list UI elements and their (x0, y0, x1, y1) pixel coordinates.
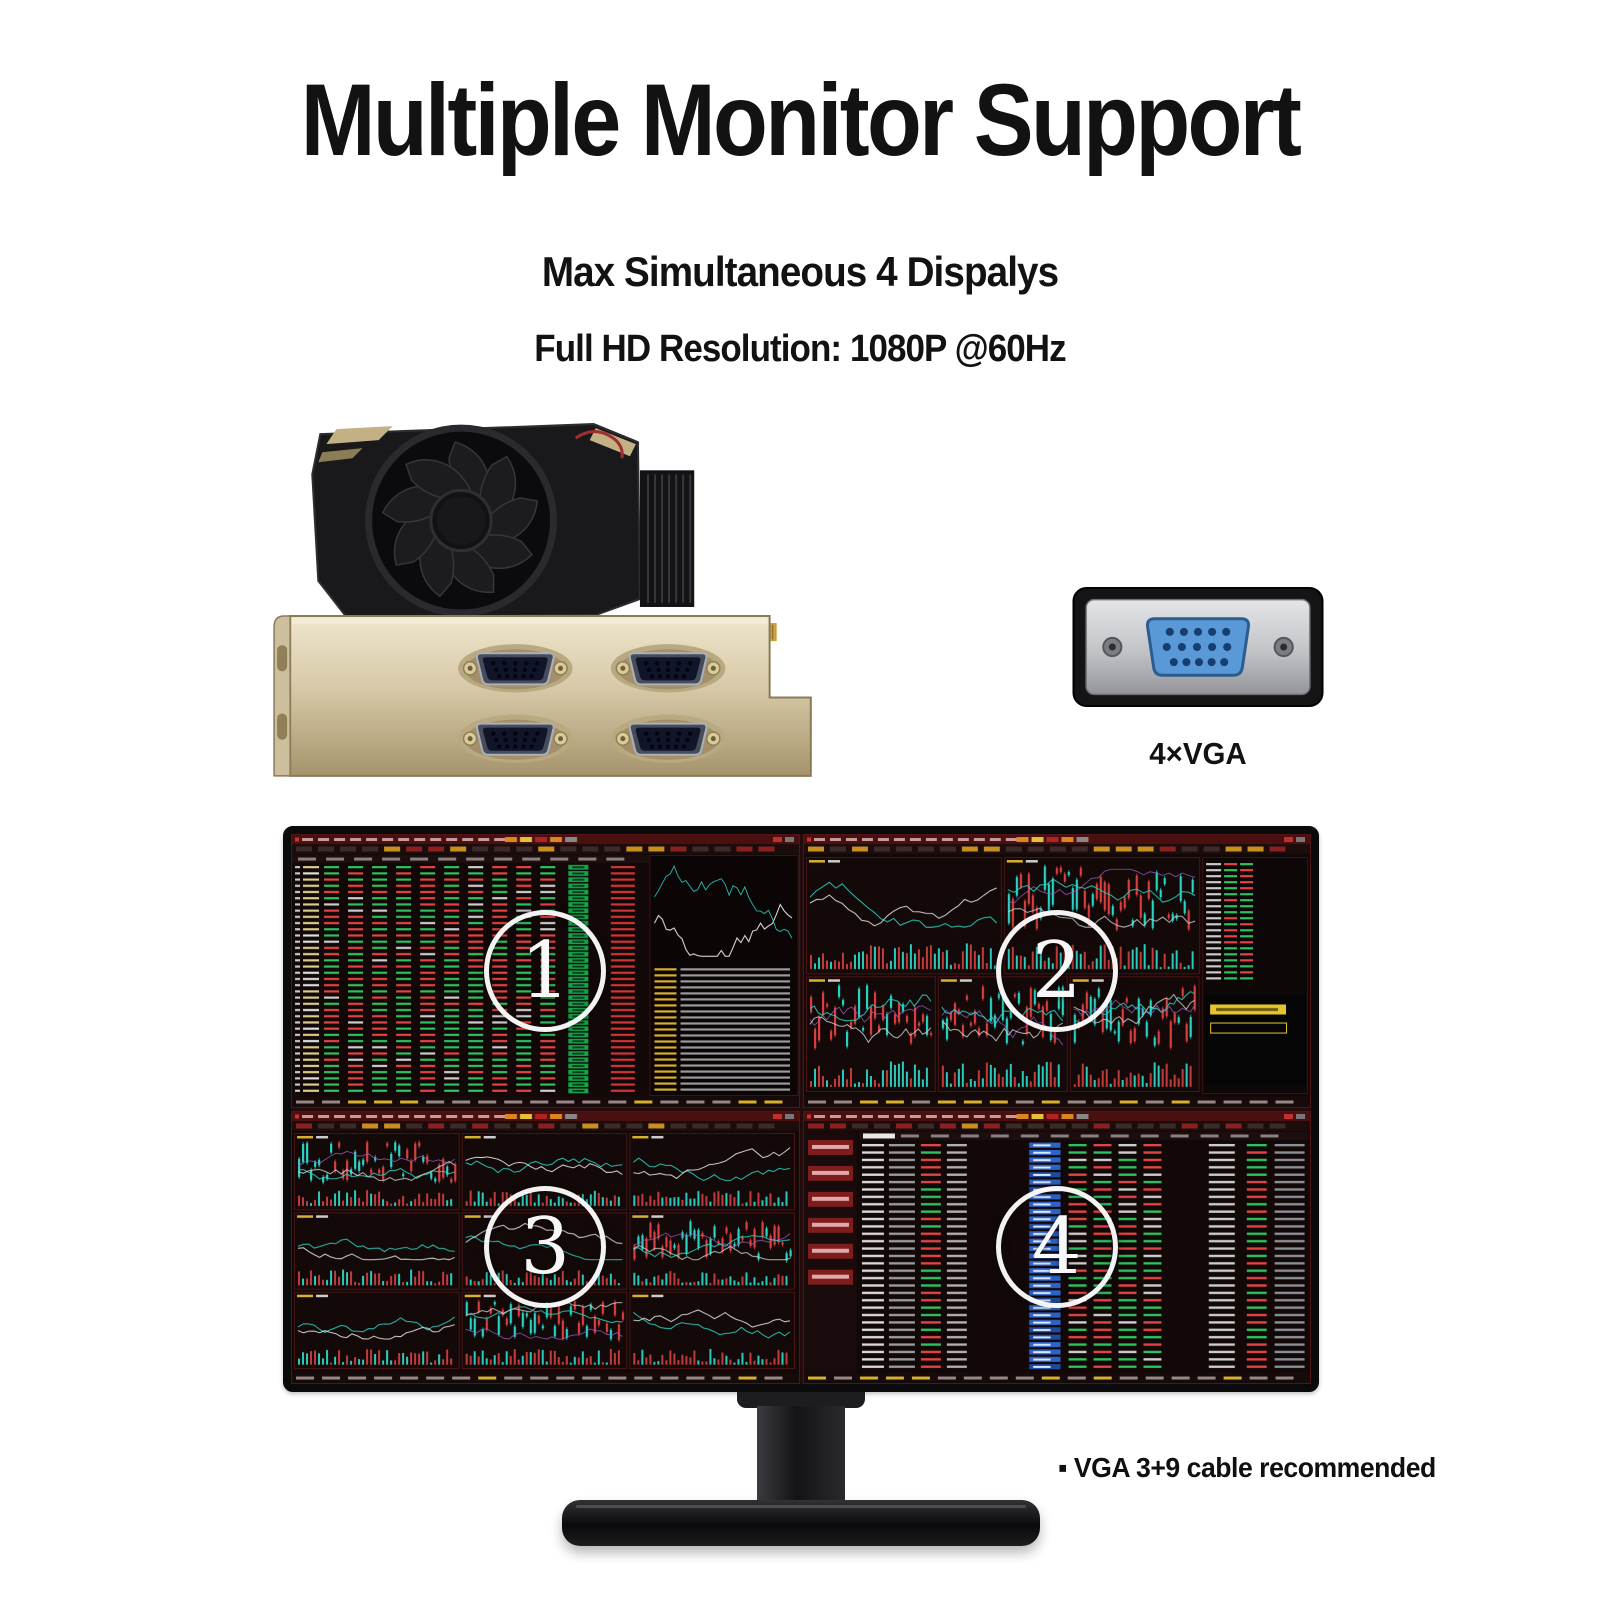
fan-wire (574, 430, 624, 459)
quadrant-number-badge: 3 (484, 1186, 607, 1309)
monitor: 1 2 3 4 (283, 826, 1319, 1556)
monitor-quadrant-2: 2 (802, 834, 1311, 1108)
vga-count-label: 4×VGA (1149, 736, 1247, 771)
gpu-heatsink (639, 470, 695, 607)
vga-port-icon (457, 643, 574, 694)
monitor-stand-collar (737, 1392, 865, 1408)
monitor-stand-base (562, 1500, 1040, 1546)
gpu-fan-icon (365, 424, 558, 617)
monitor-stand-neck (757, 1406, 845, 1502)
quadrant-number-badge: 4 (995, 1186, 1118, 1309)
vga-port-icon (457, 713, 574, 764)
graphics-card-image (262, 412, 840, 804)
monitor-screen: 1 2 3 4 (291, 834, 1311, 1384)
vga-connector-image (1072, 586, 1324, 710)
page-title: Multiple Monitor Support (300, 63, 1302, 177)
monitor-quadrant-4: 4 (802, 1110, 1311, 1384)
vga-port-icon (609, 713, 727, 764)
graphics-card-illustration (273, 423, 812, 777)
vga-connector-illustration (1072, 587, 1324, 707)
subtitle-resolution: Full HD Resolution: 1080P @60Hz (534, 328, 1066, 370)
monitor-quadrant-3: 3 (291, 1110, 800, 1384)
quadrant-number-badge: 1 (484, 909, 607, 1032)
dsub-15-socket-icon (1145, 617, 1251, 677)
subtitle-max-displays: Max Simultaneous 4 Dispalys (541, 248, 1059, 295)
gpu-io-bracket (273, 615, 812, 777)
monitor-frame: 1 2 3 4 (283, 826, 1319, 1392)
quadrant-number-badge: 2 (995, 909, 1118, 1032)
monitor-quadrant-1: 1 (291, 834, 800, 1108)
vga-port-icon (609, 643, 727, 694)
cable-recommendation-note: ▪ VGA 3+9 cable recommended (1058, 1452, 1436, 1483)
